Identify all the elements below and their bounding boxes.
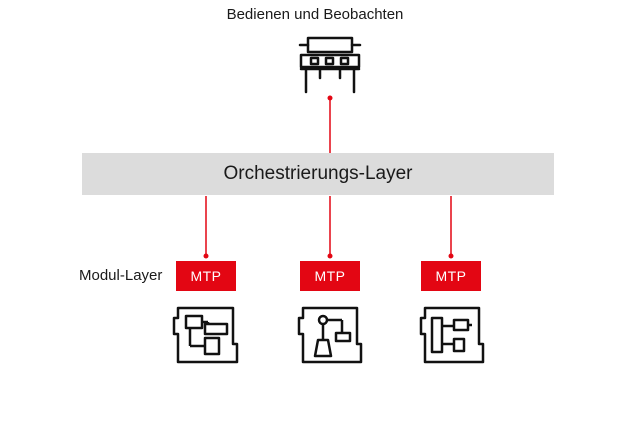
module-layer-label: Modul-Layer — [79, 267, 163, 284]
module-connector — [327, 196, 333, 259]
orchestration-layer-bar: Orchestrierungs-Layer — [82, 153, 554, 195]
hmi-title: Bedienen und Beobachten — [226, 6, 404, 23]
module-control-layout-icon — [419, 306, 485, 364]
mtp-badge: MTP — [421, 261, 481, 291]
mtp-badge: MTP — [300, 261, 360, 291]
hmi-connector — [327, 95, 333, 153]
hmi-panel-icon — [298, 36, 362, 94]
module-connector — [203, 196, 209, 259]
module-block-diagram-icon — [172, 306, 239, 364]
module-process-flow-icon — [297, 306, 363, 364]
mtp-badge: MTP — [176, 261, 236, 291]
module-connector — [448, 196, 454, 259]
orchestration-layer-label: Orchestrierungs-Layer — [223, 163, 413, 184]
